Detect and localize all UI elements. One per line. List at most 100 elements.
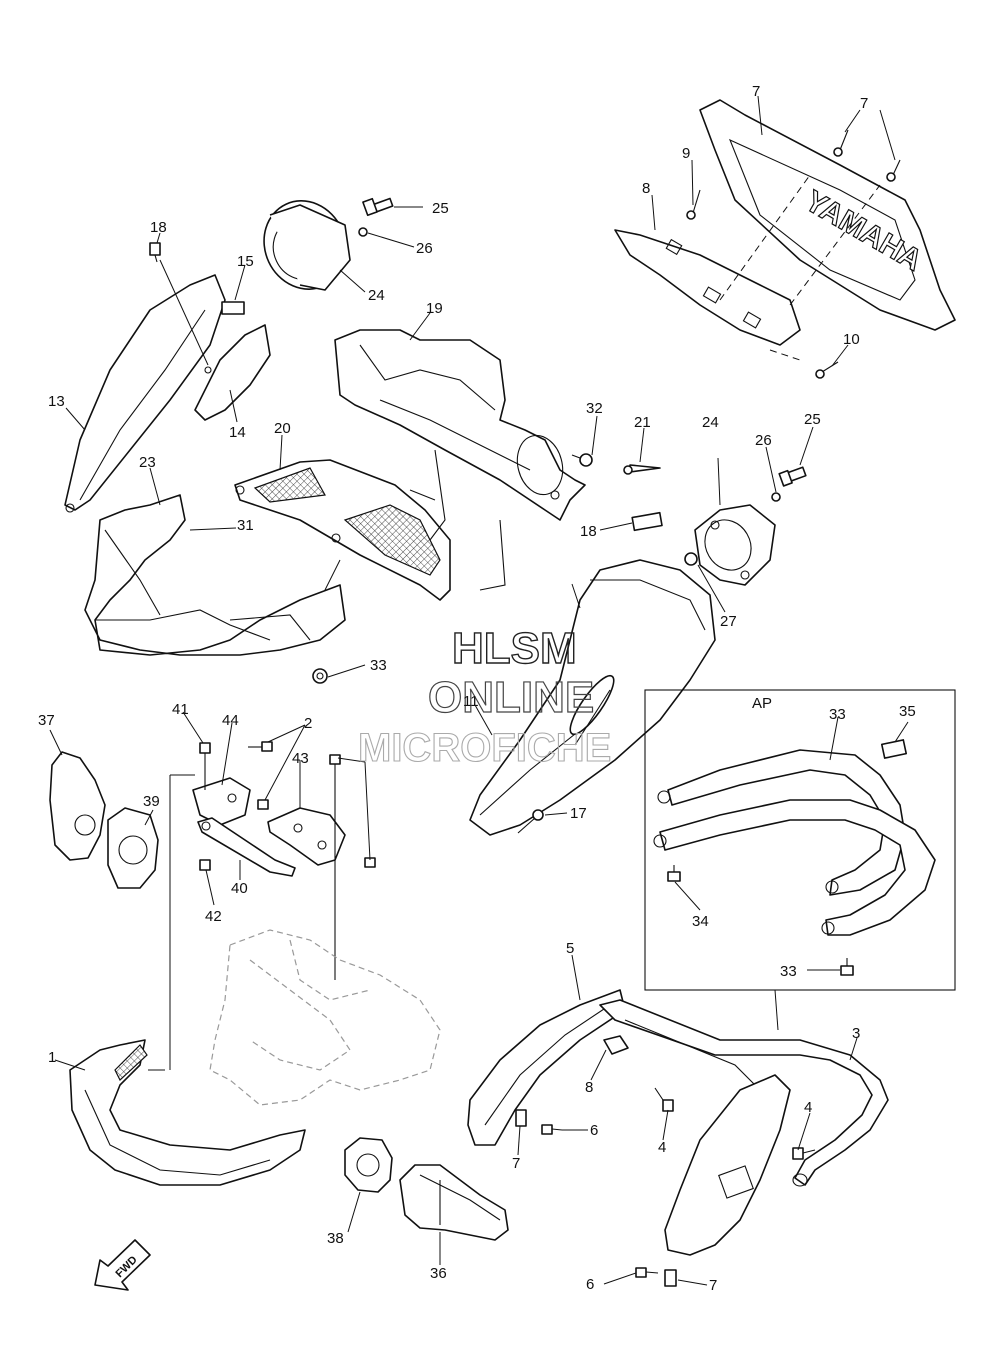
bolt-part-25-top bbox=[362, 197, 394, 217]
bracket-part-36 bbox=[49, 751, 106, 861]
callout-label: 25 bbox=[804, 411, 821, 428]
watermark-line-1: HLSM bbox=[452, 624, 577, 673]
callout-label: 14 bbox=[229, 424, 246, 441]
rivet-part-13 bbox=[815, 361, 839, 379]
mesh-panel-part-22 bbox=[234, 459, 451, 601]
rivet-part-10-left bbox=[833, 129, 849, 157]
callout-label: 33 bbox=[829, 706, 846, 723]
callout-label: 44 bbox=[222, 712, 239, 729]
callout-label: 2 bbox=[304, 715, 312, 732]
callout-label: 26 bbox=[755, 432, 772, 449]
callout-label: 11 bbox=[463, 693, 479, 710]
callout-label: 41 bbox=[172, 701, 189, 718]
callout-label: 7 bbox=[709, 1277, 717, 1294]
callout-label: 33 bbox=[780, 963, 797, 980]
nut-part-27 bbox=[684, 552, 698, 566]
callout-label: 33 bbox=[370, 657, 387, 674]
callout-label: 24 bbox=[368, 287, 385, 304]
nut-part-41 bbox=[199, 859, 211, 871]
callout-label: 7 bbox=[512, 1155, 520, 1172]
lower-cowl-part-28 bbox=[84, 494, 346, 656]
bolt-part-4-right bbox=[792, 1147, 816, 1160]
bolt-part-2-lower bbox=[257, 799, 269, 810]
callout-label: 27 bbox=[720, 613, 737, 630]
callout-label: 10 bbox=[843, 331, 860, 348]
boot-part-35 bbox=[399, 1164, 509, 1241]
pad-part-18-top bbox=[221, 301, 245, 315]
callout-label: 31 bbox=[237, 517, 254, 534]
bolt-part-19 bbox=[517, 809, 544, 834]
callout-label: 21 bbox=[634, 414, 651, 431]
callout-label: 40 bbox=[231, 880, 248, 897]
callout-label: 19 bbox=[426, 300, 443, 317]
callout-label: 32 bbox=[586, 400, 603, 417]
callout-label: 18 bbox=[580, 523, 597, 540]
callout-label: 43 bbox=[292, 750, 309, 767]
forward-arrow: FWD bbox=[94, 1239, 151, 1291]
pad-part-18-right bbox=[631, 511, 663, 532]
callout-label: 4 bbox=[658, 1139, 666, 1156]
end-cap-part-24-top bbox=[263, 200, 351, 291]
screw-part-20 bbox=[149, 242, 161, 263]
upper-cowl-part-21 bbox=[334, 329, 586, 521]
label-part-34 bbox=[880, 739, 908, 759]
cover-part-38 bbox=[107, 807, 159, 889]
callout-label: 4 bbox=[804, 1099, 812, 1116]
stay-part-39 bbox=[197, 817, 296, 877]
bolt-part-25-right bbox=[778, 466, 807, 487]
callout-labels: 7 7 9 8 10 25 26 24 18 15 13 14 18 19 20… bbox=[38, 83, 916, 1294]
watermark-line-3: MICROFICHE bbox=[358, 726, 611, 770]
bolt-part-6-upper bbox=[541, 1124, 563, 1135]
rivet-part-12 bbox=[686, 189, 701, 220]
callout-label: 39 bbox=[143, 793, 160, 810]
callout-label: 24 bbox=[702, 414, 719, 431]
inset-ap: AP bbox=[644, 689, 956, 991]
rivet-part-10-right bbox=[886, 159, 901, 182]
callout-label: 6 bbox=[586, 1276, 594, 1293]
callout-label: 17 bbox=[570, 805, 587, 822]
callout-label: 20 bbox=[274, 420, 291, 437]
bolt-part-2-upper bbox=[248, 741, 273, 752]
watermark-line-2: ONLINE bbox=[428, 673, 594, 722]
clip-part-30 bbox=[571, 453, 593, 467]
callout-label: 8 bbox=[642, 180, 650, 197]
rivet-part-23 bbox=[623, 464, 661, 475]
clip-part-7-upper bbox=[515, 1109, 527, 1127]
guard-bar-part-32 bbox=[653, 749, 936, 936]
callout-label: 26 bbox=[416, 240, 433, 257]
callout-label: 13 bbox=[48, 393, 65, 410]
callout-label: 42 bbox=[205, 908, 222, 925]
callout-label: 7 bbox=[752, 83, 760, 100]
front-cowl-part-1 bbox=[69, 1039, 306, 1186]
heat-shield-part-14 bbox=[569, 674, 615, 746]
callout-label: 36 bbox=[430, 1265, 447, 1282]
callout-label: 18 bbox=[150, 219, 167, 236]
callout-label: 38 bbox=[327, 1230, 344, 1247]
bolt-part-33-a bbox=[667, 865, 681, 882]
clip-part-7-lower bbox=[664, 1269, 677, 1287]
callout-label: 25 bbox=[432, 200, 449, 217]
lower-side-panel-part-3b bbox=[664, 1074, 791, 1256]
callout-label: 9 bbox=[682, 145, 690, 162]
inset-ap-label: AP bbox=[752, 695, 772, 712]
nut-part-31 bbox=[312, 668, 328, 684]
callout-label: 37 bbox=[38, 712, 55, 729]
bolt-part-33-b bbox=[840, 958, 854, 976]
washer-part-26-top bbox=[358, 227, 368, 237]
holder-part-37 bbox=[344, 1137, 393, 1193]
callout-label: 6 bbox=[590, 1122, 598, 1139]
side-panel-part-5 bbox=[467, 989, 626, 1146]
end-cap-part-24-right bbox=[694, 504, 776, 586]
bolt-part-4-center bbox=[654, 1087, 674, 1112]
callout-label: 15 bbox=[237, 253, 254, 270]
callout-label: 1 bbox=[48, 1049, 56, 1066]
bolt-part-40 bbox=[199, 742, 211, 790]
callout-label: 5 bbox=[566, 940, 574, 957]
callout-label: 34 bbox=[692, 913, 709, 930]
frame-outline bbox=[209, 929, 441, 1106]
guard-bar-part-3 bbox=[599, 999, 889, 1187]
callout-label: 3 bbox=[852, 1025, 860, 1042]
callout-label: 35 bbox=[899, 703, 916, 720]
inner-panel-part-17 bbox=[194, 324, 271, 421]
